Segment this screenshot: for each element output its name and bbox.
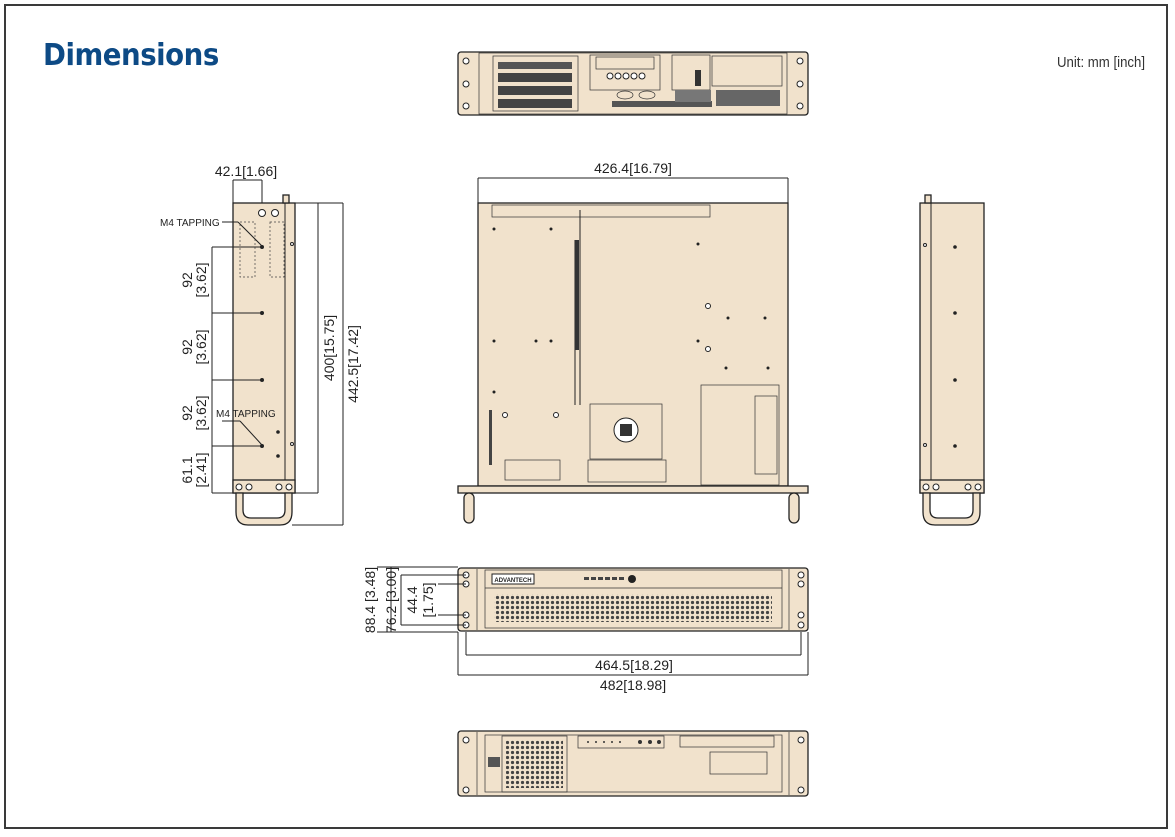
advantech-logo: ADVANTECH bbox=[494, 578, 531, 584]
front-view-drawing bbox=[377, 566, 809, 676]
side-depth-dim: 400[15.75] bbox=[321, 315, 337, 381]
top-view-drawing bbox=[457, 177, 809, 524]
front-height-mount-in: [1.75] bbox=[420, 582, 436, 617]
tapping-label-top: M4 TAPPING bbox=[160, 218, 220, 229]
spacing-2-in: [3.62] bbox=[193, 329, 209, 364]
top-width-dim: 426.4[16.79] bbox=[594, 160, 672, 176]
front-height-inner: 76.2 [3.00] bbox=[383, 567, 399, 633]
spacing-4-mm: 61.1 bbox=[179, 456, 195, 483]
spacing-3-in: [3.62] bbox=[193, 395, 209, 430]
front-width-inner: 464.5[18.29] bbox=[595, 657, 673, 673]
unit-label: Unit: mm [inch] bbox=[1056, 54, 1145, 71]
spacing-1-mm: 92 bbox=[179, 272, 195, 288]
side-width-dim: 42.1[1.66] bbox=[215, 163, 277, 179]
spacing-4-in: [2.41] bbox=[193, 452, 209, 487]
spacing-3-mm: 92 bbox=[179, 405, 195, 421]
rear-view-drawing bbox=[457, 51, 809, 116]
page-title: Dimensions bbox=[43, 38, 219, 73]
front-open-view-drawing bbox=[457, 730, 809, 797]
front-height-total: 88.4 [3.48] bbox=[362, 567, 378, 633]
spacing-2-mm: 92 bbox=[179, 339, 195, 355]
side-total-depth-dim: 442.5[17.42] bbox=[345, 325, 361, 403]
front-height-mount-mm: 44.4 bbox=[404, 586, 420, 613]
left-side-view-drawing bbox=[211, 179, 344, 526]
right-side-view-drawing bbox=[919, 194, 985, 526]
front-width-total: 482[18.98] bbox=[600, 677, 666, 693]
tapping-label-bottom: M4 TAPPING bbox=[216, 409, 276, 420]
spacing-1-in: [3.62] bbox=[193, 262, 209, 297]
